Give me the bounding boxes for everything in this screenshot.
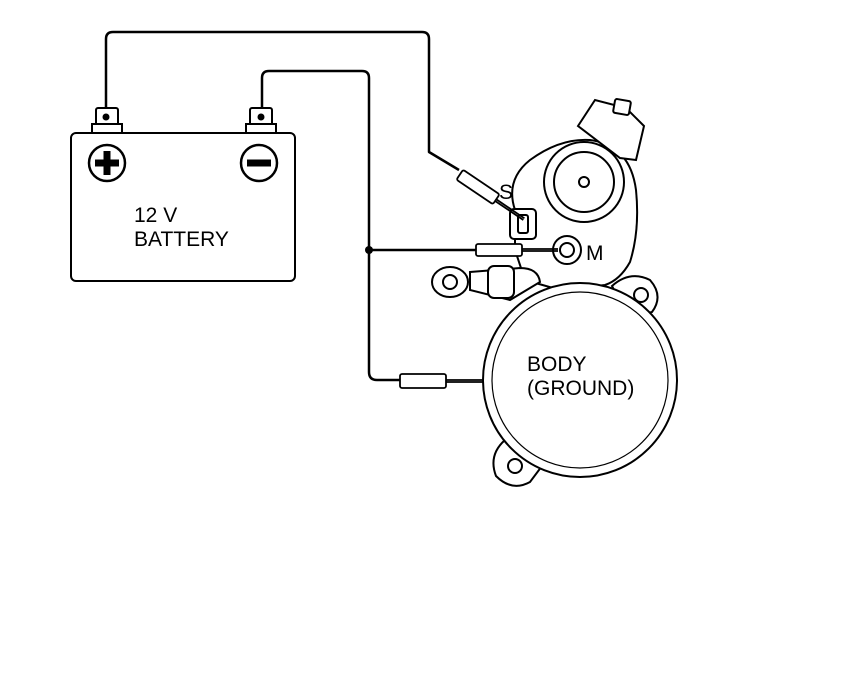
starter-motor	[431, 98, 678, 487]
m-terminal-label: M	[586, 242, 604, 265]
test-probes	[399, 169, 558, 389]
ground-label: (GROUND)	[527, 377, 634, 400]
plus-icon	[87, 143, 127, 183]
wire-junction-dot	[365, 246, 373, 254]
body-label: BODY	[527, 353, 587, 376]
motor-body-rim	[491, 291, 669, 469]
lower-mount-hole	[507, 458, 523, 474]
battery-name-label: BATTERY	[134, 228, 229, 251]
ground-probe	[399, 373, 484, 389]
battery-case	[70, 132, 296, 282]
positive-terminal-bolt	[102, 113, 110, 121]
solenoid-face-center	[578, 176, 590, 188]
solenoid-face-inner	[553, 151, 615, 213]
ring-terminal-hole	[442, 274, 458, 290]
s-terminal-slot	[517, 214, 529, 234]
negative-lead-wire	[260, 69, 400, 382]
solenoid-cap-nut	[612, 98, 632, 116]
wires	[104, 30, 476, 382]
s-terminal-probe	[456, 169, 525, 221]
minus-icon	[239, 143, 279, 183]
battery	[70, 107, 296, 282]
negative-terminal-bolt	[257, 113, 265, 121]
battery-voltage-label: 12 V	[134, 204, 177, 227]
m-terminal-probe	[475, 243, 558, 257]
positive-lead-wire	[104, 30, 460, 172]
lead-boot	[487, 265, 515, 299]
m-terminal-inner	[559, 242, 575, 258]
s-terminal-label: S	[499, 181, 513, 204]
upper-mount-hole	[633, 287, 649, 303]
